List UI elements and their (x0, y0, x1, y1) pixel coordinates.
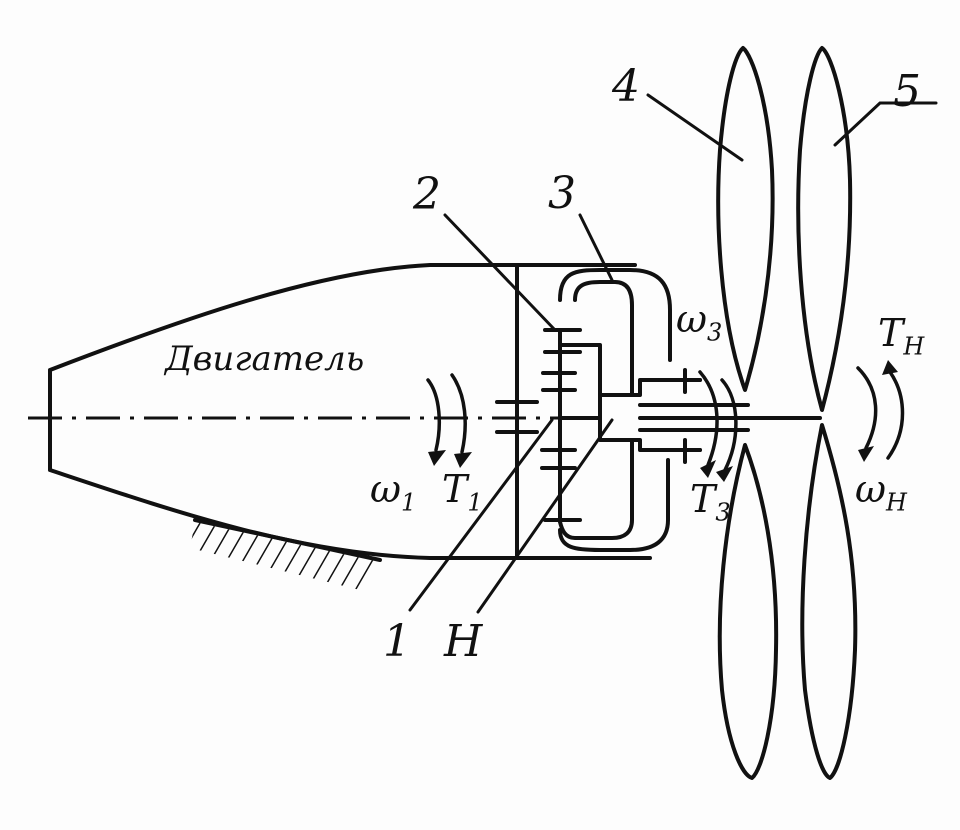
leader-line-3 (578, 213, 614, 282)
propeller-front-blade-lower (717, 443, 779, 780)
omega-3-label: ω3 (676, 297, 723, 347)
engine-label: Двигатель (165, 339, 365, 379)
leader-line-2 (443, 213, 557, 332)
ring-rotation-arrows (698, 370, 738, 482)
ring-output-hub (658, 368, 702, 464)
callout-5: 5 (893, 66, 921, 117)
ground-hatching (190, 518, 382, 590)
propeller-rear-blade-lower (800, 423, 858, 780)
callout-2: 2 (413, 169, 441, 220)
omega-h-label: ωH (855, 467, 907, 517)
torque-h-label: TH (878, 311, 925, 361)
callout-1: 1 (383, 616, 411, 667)
callout-3: 3 (548, 168, 576, 219)
engine-rotation-arrows (426, 373, 472, 468)
callout-h: H (444, 616, 483, 667)
ring-gear-inner (558, 280, 634, 540)
torque-3-label: T3 (690, 477, 731, 527)
housing-bearing (495, 400, 539, 434)
sun-gear-shaft (558, 343, 602, 522)
propeller-front-blade-upper (716, 46, 775, 392)
torque-1-label: T1 (442, 467, 483, 517)
propeller-rotation-arrows (856, 360, 905, 462)
propeller-rear-blade-upper (796, 46, 853, 412)
leader-line-4 (646, 93, 744, 162)
leader-line-h (476, 418, 614, 614)
leader-line-1 (408, 418, 554, 612)
omega-1-label: ω1 (370, 467, 417, 517)
leader-line-5 (833, 101, 938, 147)
ring-gear-housing (558, 268, 672, 552)
carrier-shaft (598, 378, 750, 452)
callout-4: 4 (612, 61, 640, 112)
